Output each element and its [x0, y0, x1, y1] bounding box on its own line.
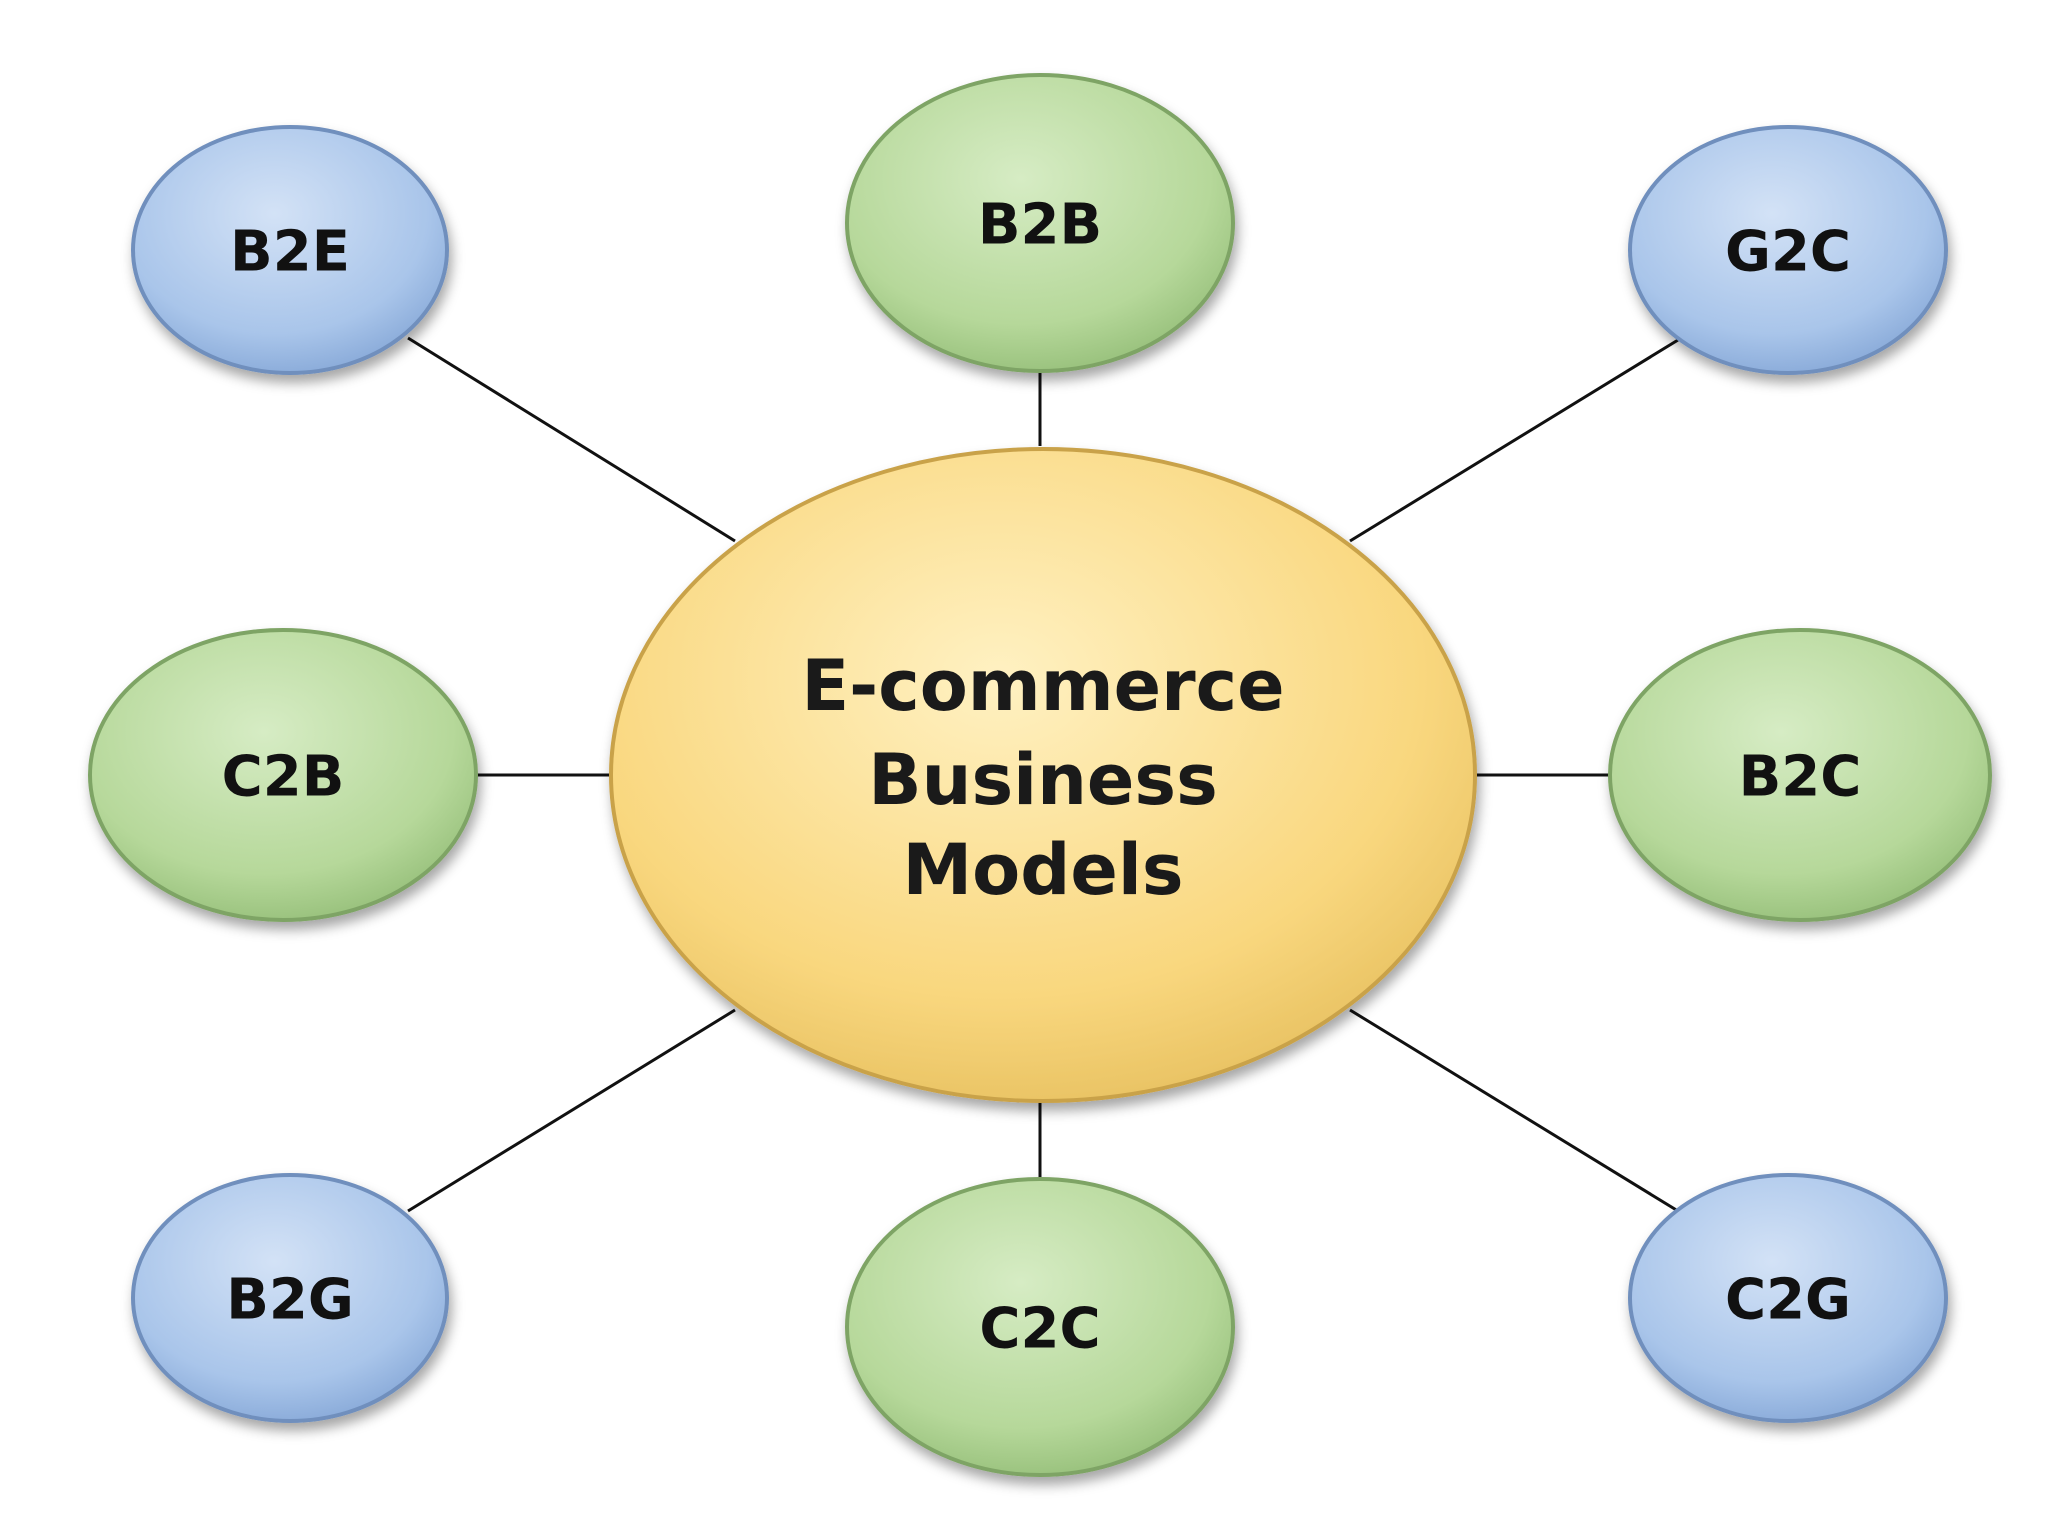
node-g2c-shape: [1628, 125, 1948, 375]
connector-c2g: [1349, 1008, 1679, 1213]
node-b2c-label: B2C: [1739, 745, 1862, 810]
node-c2c-label: C2C: [979, 1297, 1100, 1362]
node-b2c: B2C: [1608, 628, 1992, 922]
node-b2e: B2E: [131, 125, 449, 375]
node-b2b-label: B2B: [978, 193, 1102, 258]
node-c2b-shape: [88, 628, 478, 922]
node-c2b-label: C2B: [222, 745, 345, 810]
connector-lines: [407, 336, 1679, 1213]
connector-b2g: [407, 1008, 736, 1213]
node-c2c: C2C: [845, 1177, 1235, 1477]
node-b2g: B2G: [131, 1173, 449, 1423]
node-c2b: C2B: [88, 628, 478, 922]
center-line-2: Business: [868, 739, 1218, 821]
node-b2e-shape: [131, 125, 449, 375]
node-b2g-label: B2G: [226, 1268, 354, 1333]
connector-b2e: [407, 336, 736, 543]
center-line-1: E-commerce: [801, 645, 1284, 727]
node-c2c-shape: [845, 1177, 1235, 1477]
node-c2g-shape: [1628, 1173, 1948, 1423]
center-line-3: Models: [903, 829, 1184, 911]
center-node: [609, 447, 1477, 1103]
node-g2c: G2C: [1628, 125, 1948, 375]
node-b2e-label: B2E: [230, 220, 350, 285]
node-g2c-label: G2C: [1725, 220, 1851, 285]
node-c2g-label: C2G: [1725, 1268, 1851, 1333]
node-b2c-shape: [1608, 628, 1992, 922]
node-b2g-shape: [131, 1173, 449, 1423]
node-b2b-shape: [845, 73, 1235, 373]
node-c2g: C2G: [1628, 1173, 1948, 1423]
node-b2b: B2B: [845, 73, 1235, 373]
connector-g2c: [1349, 338, 1679, 543]
